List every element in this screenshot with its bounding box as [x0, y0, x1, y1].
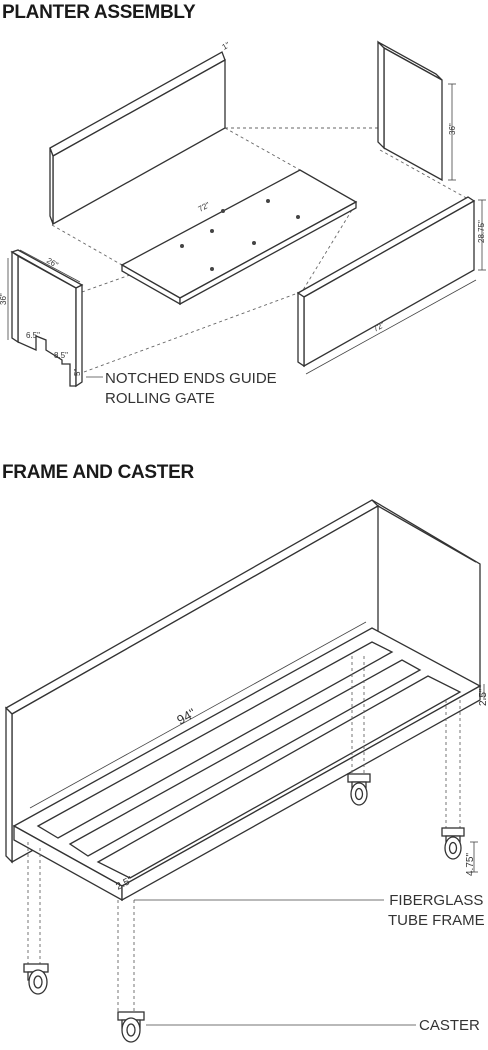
right-end-panel: [377, 40, 443, 182]
caster-wheel-icon: [441, 827, 465, 860]
base-drainage-holes: [180, 199, 300, 271]
frame-depth-dim: 2.5": [478, 688, 488, 706]
caster-height-dim: 4.75": [465, 853, 476, 876]
notch-c-dim: 5": [73, 369, 82, 376]
frame-leg-guides: [27, 656, 461, 1016]
planter-assembly-heading: PLANTER ASSEMBLY: [2, 2, 196, 23]
end-left-height-dim: 36": [0, 293, 8, 305]
frame-and-caster-heading: FRAME AND CASTER: [2, 462, 194, 483]
fiberglass-tube-frame: [12, 627, 482, 902]
notched-callout-line2: ROLLING GATE: [105, 390, 215, 407]
base-length-dim: 72": [197, 200, 212, 214]
caster-wheel-icon: [347, 773, 371, 806]
fiberglass-callout-line1: FIBERGLASS: [389, 892, 484, 909]
notch-b-dim: 8.5": [54, 351, 68, 360]
planter-box-outline: [4, 499, 481, 864]
caster-wheel-icon: [117, 1011, 145, 1043]
left-notched-end-panel: [10, 249, 84, 388]
notched-callout-line1: NOTCHED ENDS GUIDE: [105, 370, 277, 387]
front-long-panel: [296, 196, 476, 368]
notched-ends-callout: NOTCHED ENDS GUIDE ROLLING GATE: [105, 369, 277, 409]
caster-wheel-icon: [23, 963, 49, 995]
fiberglass-callout: FIBERGLASS TUBE FRAME: [388, 891, 485, 931]
back-long-panel: [49, 51, 226, 226]
long-panel-height-dim: 28.75": [477, 220, 486, 243]
side-thickness-dim: 1": [221, 40, 232, 52]
fiberglass-callout-line2: TUBE FRAME: [388, 912, 485, 929]
base-board: [120, 169, 358, 306]
end-height-dim: 36": [448, 123, 457, 135]
notch-a-dim: 6.5": [26, 331, 40, 340]
caster-callout: CASTER: [419, 1017, 480, 1034]
